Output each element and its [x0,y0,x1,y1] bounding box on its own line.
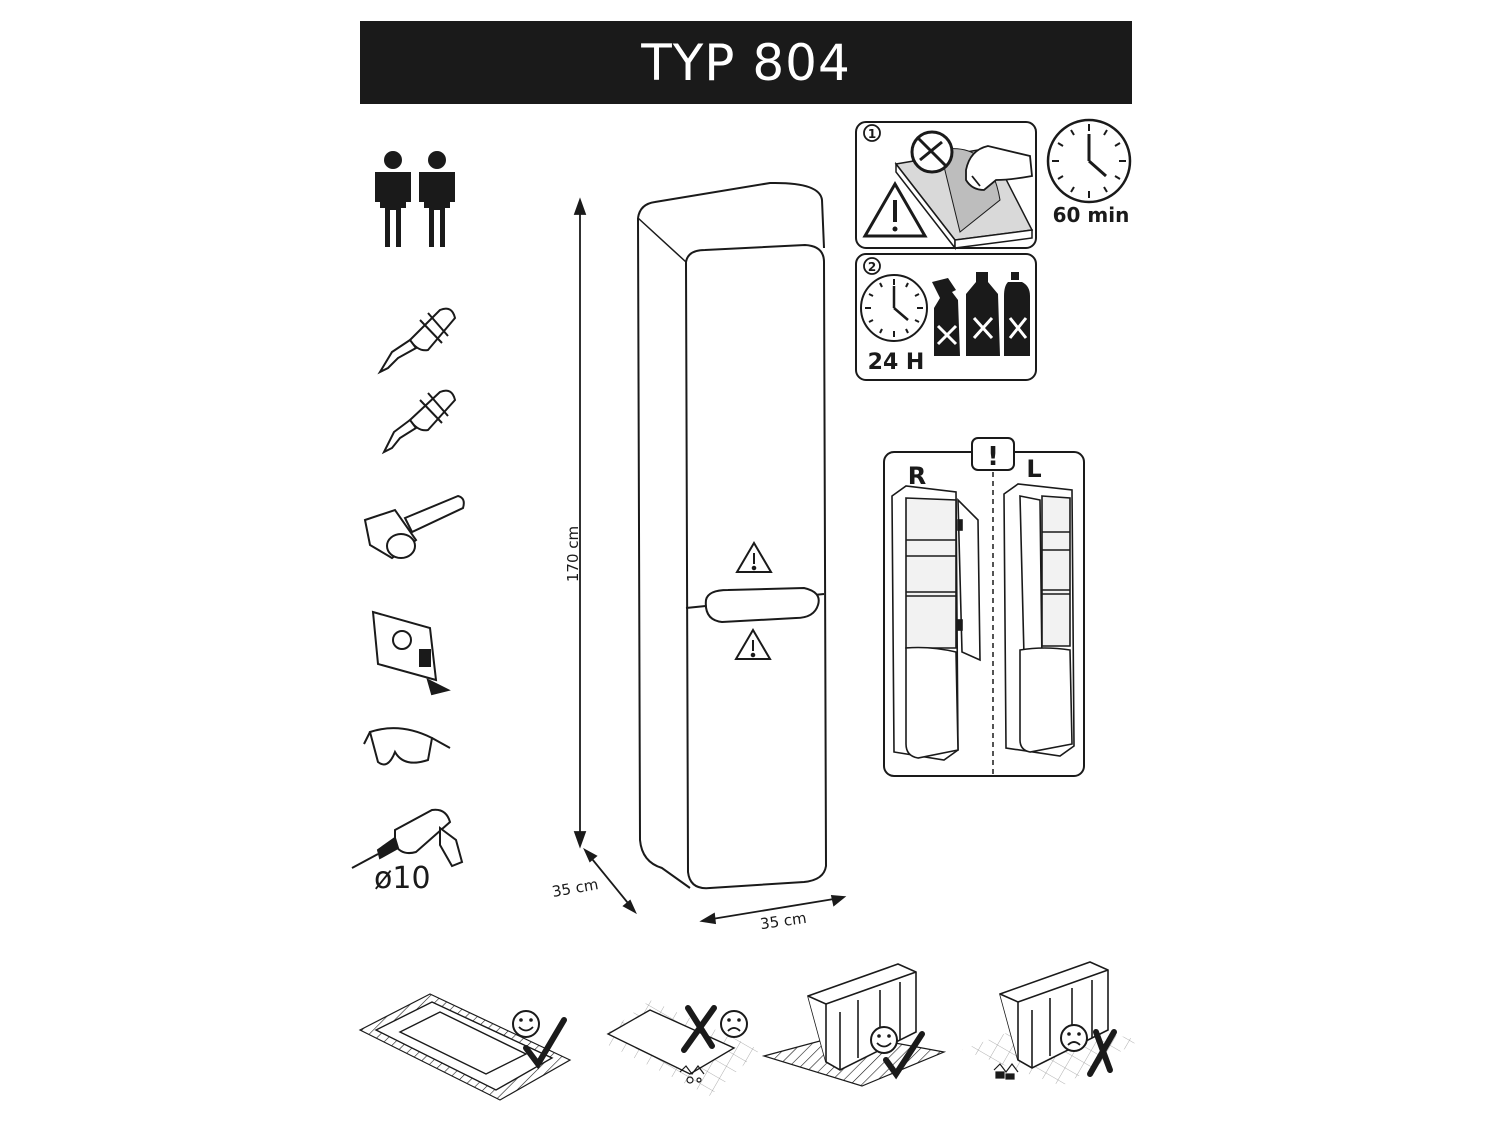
depth-dimension-label: 35 cm [551,875,600,901]
cure-time-label: 24 H [868,350,925,375]
cross-icon [681,1005,717,1053]
clock-icon [860,274,928,342]
flat-screwdriver-icon [377,307,457,375]
smiley-icon [512,1010,540,1038]
left-hinge-label: L [1026,455,1041,483]
cross-icon [1087,1029,1117,1077]
warning-triangle-icon [734,628,772,660]
title-banner: TYP 804 [360,21,1132,104]
handling-panel-on-mat-good [358,993,572,1101]
tape-measure-icon [371,610,451,696]
handling-panel-on-floor-bad [598,1000,760,1096]
wait-time-label: 60 min [1053,203,1130,227]
panel-number-2: 2 [868,260,876,274]
care-panel-1: 1 [855,121,1037,251]
warning-triangle-icon [735,541,773,573]
rubber-mallet-icon [363,494,465,560]
clock-icon [1046,118,1132,204]
page-title: TYP 804 [641,33,851,92]
phillips-screwdriver-icon [381,389,457,455]
right-hinged-cabinet [891,485,981,761]
power-drill-icon [351,808,464,869]
checkmark-icon [523,1017,567,1070]
drill-size-label: ø10 [374,861,431,896]
two-persons-icon [375,151,455,247]
care-panel-2: 2 24 H [855,253,1037,381]
no-knife-icon [910,130,954,174]
checkmark-icon [883,1031,925,1080]
door-orientation-panel: ! R L [883,437,1085,777]
spray-bottle-icon [932,278,960,356]
height-dimension-label: 170 cm [564,526,582,582]
panel-number-1: 1 [868,127,876,141]
safety-goggles-icon [363,727,451,766]
handling-carcass-on-floor-bad [962,961,1140,1086]
left-hinged-cabinet [1003,483,1075,757]
sad-face-icon [720,1010,748,1038]
smiley-icon [870,1026,898,1054]
warning-triangle-icon [862,180,928,238]
hand-peeling-icon [965,145,1033,191]
forbidden-cross-icon [936,316,1028,346]
dimension-lines [573,197,847,925]
handling-carcass-on-mat-good [761,963,947,1087]
cabinet-drawing [637,181,828,890]
orientation-warning-mark: ! [987,442,999,472]
right-hinge-label: R [908,462,926,490]
sad-face-icon [1060,1024,1088,1052]
width-dimension-label: 35 cm [759,909,808,933]
detergent-bottle-icon [966,272,1000,356]
